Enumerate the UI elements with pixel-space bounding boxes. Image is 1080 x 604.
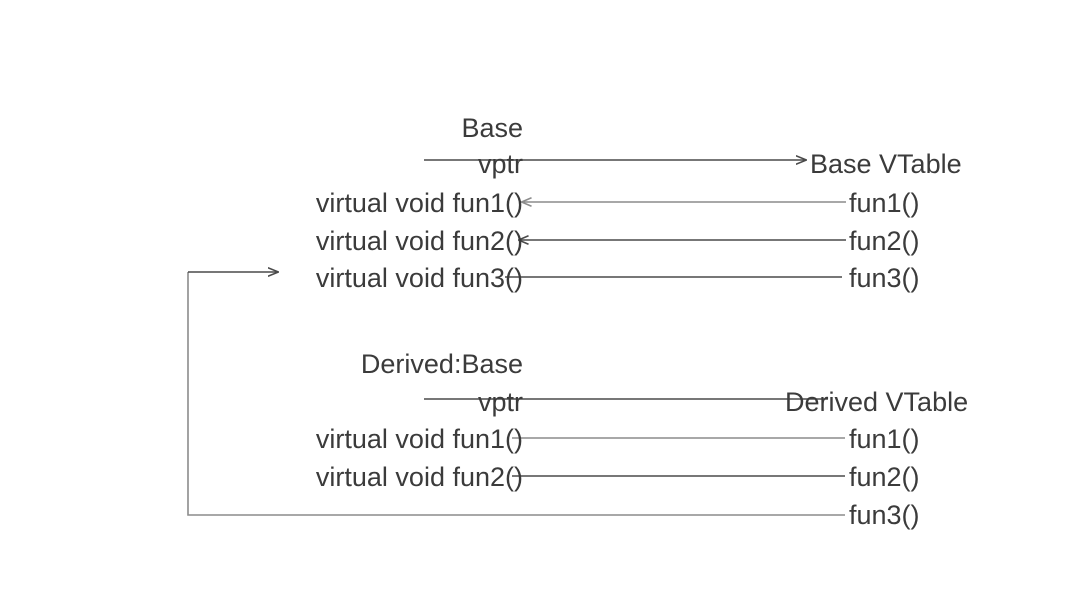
base-vtable-heading: Base VTable xyxy=(810,149,962,179)
derived-class-row-vptr: vptr xyxy=(477,387,523,417)
base-class-row-vptr: vptr xyxy=(477,149,523,179)
base-vtable-entry-fun1: fun1() xyxy=(849,188,920,218)
derived-vtable-entry-fun2: fun2() xyxy=(849,462,920,492)
base-class-row-fun2: virtual void fun2() xyxy=(315,226,523,256)
derived-vtable-entry-fun1: fun1() xyxy=(849,424,920,454)
derived-class-heading: Derived:Base xyxy=(360,349,523,379)
base-class-row-fun3: virtual void fun3() xyxy=(315,263,523,293)
base-vtable-entry-fun2: fun2() xyxy=(849,226,920,256)
derived-class-row-fun1: virtual void fun1() xyxy=(315,424,523,454)
base-vtable-entry-fun3: fun3() xyxy=(849,263,920,293)
derived-vtable-entry-fun3: fun3() xyxy=(849,500,920,530)
derived-vtable-heading: Derived VTable xyxy=(785,387,969,417)
derived-class-row-fun2: virtual void fun2() xyxy=(315,462,523,492)
base-class-heading: Base xyxy=(461,113,523,143)
base-class-row-fun1: virtual void fun1() xyxy=(315,188,523,218)
